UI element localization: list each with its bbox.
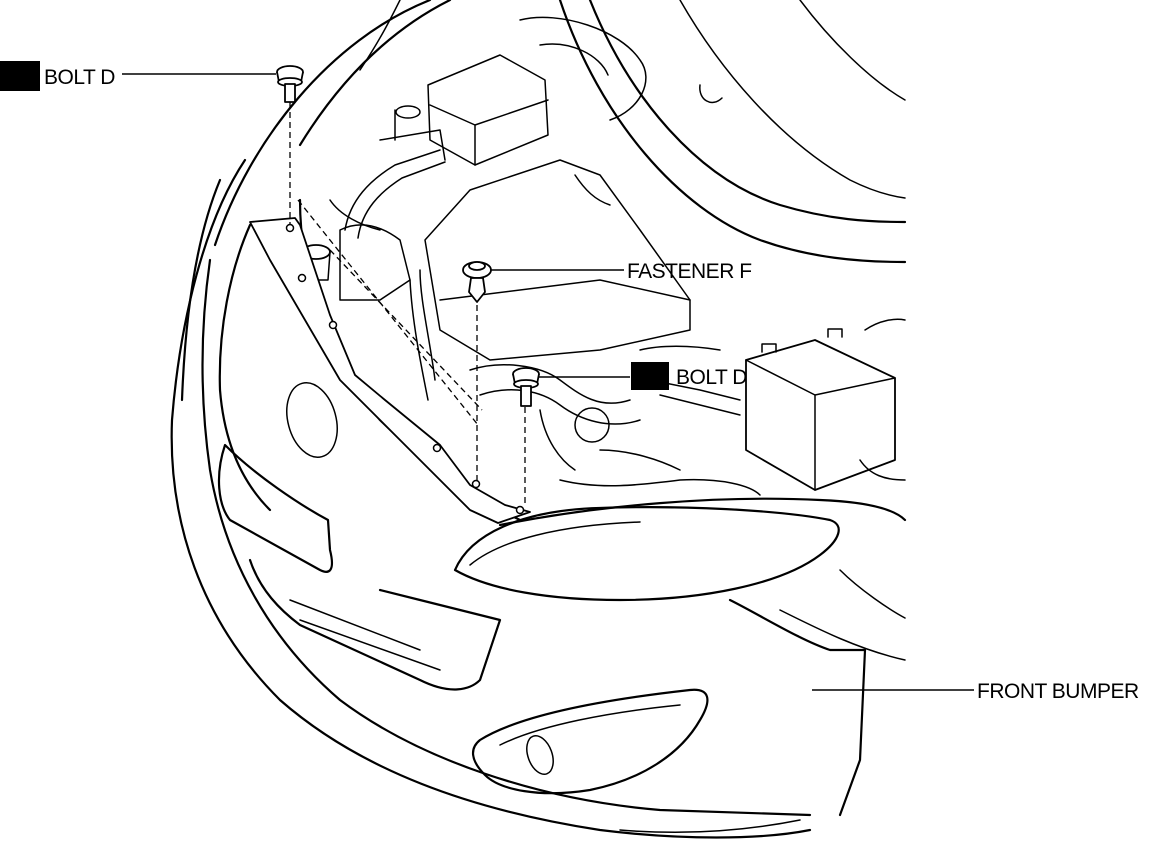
- bolt-d-top: [276, 65, 304, 103]
- hood: [213, 0, 907, 264]
- mounting-holes: [285, 223, 525, 515]
- callout-marker-box: [631, 362, 669, 390]
- callout-marker-box: [0, 61, 40, 91]
- callout-bolt-d-top-label: BOLT D: [44, 66, 115, 89]
- callout-front-bumper: FRONT BUMPER: [812, 680, 1139, 703]
- callout-fastener-f-label: FASTENER F: [627, 260, 752, 283]
- install-guides: [289, 102, 526, 506]
- bolt-d-middle: [512, 367, 540, 407]
- front-bumper: [170, 158, 907, 839]
- engine-bay: [301, 16, 906, 496]
- callout-bolt-d-top: BOLT D: [0, 61, 276, 91]
- callout-fastener-f: FASTENER F: [491, 260, 752, 283]
- callout-bolt-d-middle-label: BOLT D: [676, 366, 747, 389]
- callout-bolt-d-middle: BOLT D: [539, 362, 748, 390]
- callout-front-bumper-label: FRONT BUMPER: [977, 680, 1139, 703]
